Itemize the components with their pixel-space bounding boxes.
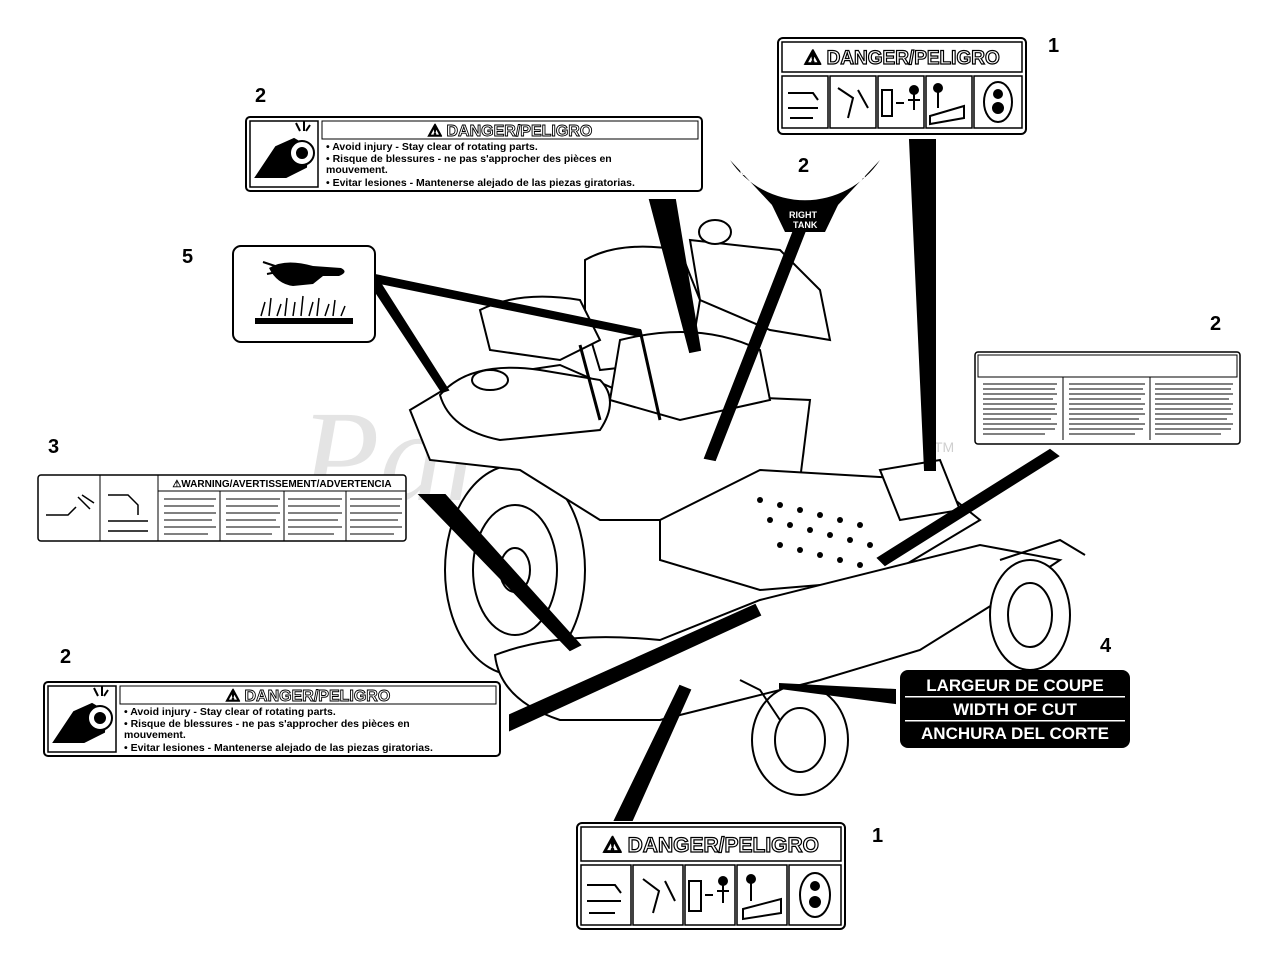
pictogram-icons-bottom: [587, 872, 831, 921]
decal-warning-discharge: ⚠WARNING/AVERTISSEMENT/ADVERTENCIA: [37, 474, 407, 542]
danger-header-top: ⚠ DANGER/PELIGRO: [804, 48, 999, 69]
dial-right-tank-1: RIGHT: [789, 210, 818, 220]
danger-header-bottom: ⚠ DANGER/PELIGRO: [603, 834, 819, 857]
rotating-parts-icon: [254, 121, 315, 178]
decal-danger-dense-right: [974, 351, 1241, 445]
callout-3: 3: [48, 436, 59, 458]
danger-header-rotating-top: ⚠ DANGER/PELIGRO: [428, 123, 593, 140]
danger-line-3: mouvement.: [124, 729, 186, 741]
dial-right-tank-2: TANK: [793, 220, 818, 230]
callout-5: 5: [182, 246, 193, 268]
danger-line-3: mouvement.: [326, 164, 388, 176]
leader-lines: [366, 139, 1060, 821]
cut-label-es: ANCHURA DEL CORTE: [921, 724, 1109, 743]
dial-left-tank-2: TANK: [845, 174, 870, 184]
decal-danger-rotating-bottom: ⚠ DANGER/PELIGRO • Avoid injury - Stay c…: [43, 681, 501, 757]
dial-off: OFF: [740, 167, 758, 177]
hot-surface-icon: [255, 261, 353, 324]
callout-2-top-left: 2: [255, 85, 266, 107]
danger-line-1: • Avoid injury - Stay clear of rotating …: [124, 706, 336, 718]
callout-2-bottom-left: 2: [60, 646, 71, 668]
decal-fuel-selector: OFF LEFT TANK RIGHT TANK: [730, 160, 880, 232]
dense-warning-text: [983, 383, 1233, 435]
callout-1-top: 1: [1048, 35, 1059, 57]
decal-hot-surface: [232, 245, 376, 343]
pictogram-icons-top: [788, 81, 1013, 126]
warning-header: ⚠WARNING/AVERTISSEMENT/ADVERTENCIA: [172, 479, 391, 490]
callout-numbers: 1 2 2 2 5 3 2 4 1: [48, 35, 1221, 847]
callout-2-right: 2: [1210, 313, 1221, 335]
decal-danger-pictograms-top: ⚠ DANGER/PELIGRO: [777, 37, 1027, 135]
callout-4: 4: [1100, 635, 1112, 657]
callout-1-bottom: 1: [872, 825, 883, 847]
cut-label-fr: LARGEUR DE COUPE: [926, 676, 1104, 695]
cut-label-en: WIDTH OF CUT: [953, 700, 1077, 719]
rotating-parts-icon: [52, 686, 113, 743]
dial-left-tank-1: LEFT: [845, 164, 868, 174]
danger-line-4: • Evitar lesiones - Mantenerse alejado d…: [124, 742, 433, 754]
decal-danger-pictograms-bottom: ⚠ DANGER/PELIGRO: [576, 822, 846, 930]
decal-width-of-cut: LARGEUR DE COUPE WIDTH OF CUT ANCHURA DE…: [900, 670, 1130, 748]
danger-line-2: • Risque de blessures - ne pas s'approch…: [326, 153, 612, 165]
danger-line-1: • Avoid injury - Stay clear of rotating …: [326, 141, 538, 153]
decal-danger-rotating-top: ⚠ DANGER/PELIGRO • Avoid injury - Stay c…: [245, 116, 703, 192]
warning-text-columns: [164, 498, 402, 535]
danger-header-rotating-bottom: ⚠ DANGER/PELIGRO: [226, 688, 391, 705]
trademark: TM: [934, 439, 954, 455]
callout-2-dial: 2: [798, 155, 809, 177]
danger-line-4: • Evitar lesiones - Mantenerse alejado d…: [326, 177, 635, 189]
danger-line-2: • Risque de blessures - ne pas s'approch…: [124, 718, 410, 730]
discharge-icons: [46, 494, 148, 532]
